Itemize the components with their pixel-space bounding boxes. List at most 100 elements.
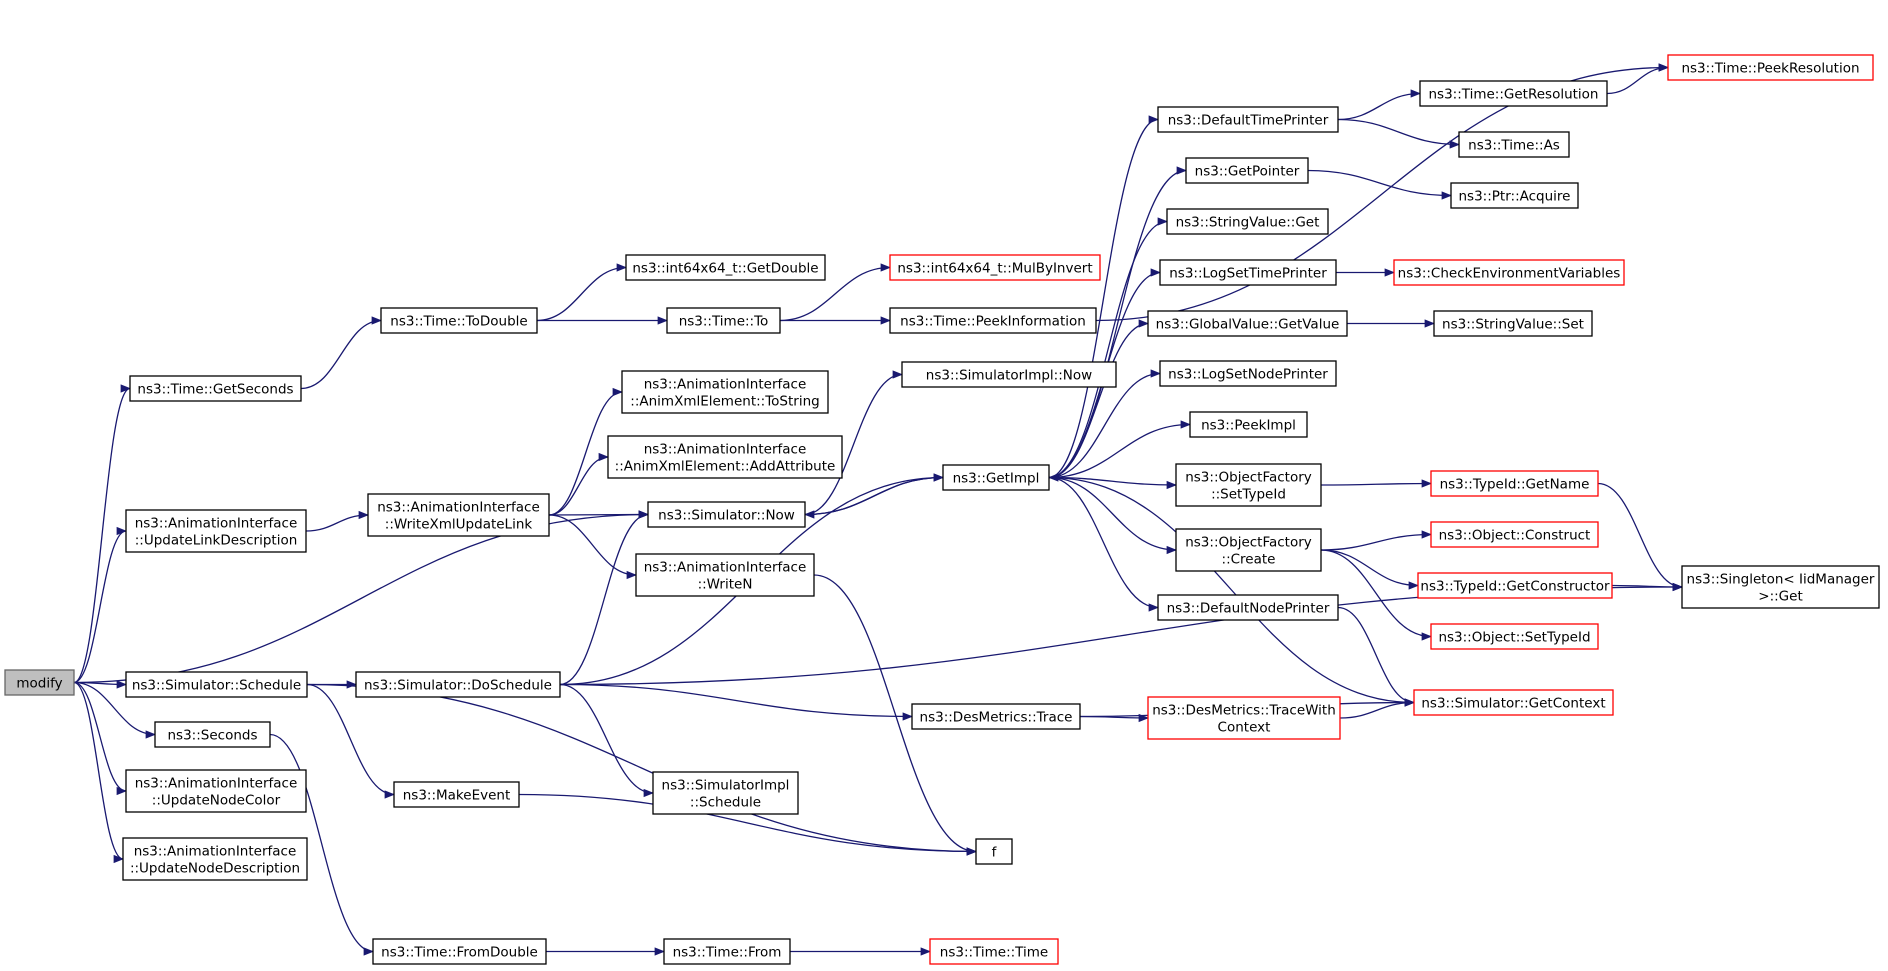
node-typeidgetname[interactable]: ns3::TypeId::GetName — [1430, 470, 1599, 497]
node-getimpl[interactable]: ns3::GetImpl — [942, 464, 1050, 491]
node-timeas[interactable]: ns3::Time::As — [1458, 131, 1570, 158]
edge-getseconds-to-todouble — [300, 316, 383, 390]
edge-modify-to-updlinkdesc — [73, 526, 128, 684]
node-simimplnow[interactable]: ns3::SimulatorImpl::Now — [901, 361, 1117, 388]
edge-layer — [73, 63, 1684, 956]
node-label: ns3::LogSetTimePrinter — [1169, 266, 1327, 282]
node-gvgetvalue[interactable]: ns3::GlobalValue::GetValue — [1147, 310, 1348, 337]
node-simschedule[interactable]: ns3::Simulator::Schedule — [125, 671, 308, 698]
node-deftimeprinter[interactable]: ns3::DefaultTimePrinter — [1157, 106, 1339, 133]
node-label: ns3::AnimationInterface — [644, 377, 807, 393]
node-seconds[interactable]: ns3::Seconds — [154, 721, 271, 748]
edge-writexml-to-addattr — [548, 452, 610, 516]
node-todouble[interactable]: ns3::Time::ToDouble — [380, 307, 538, 334]
edge-line — [1320, 549, 1433, 641]
edge-getimpl-to-defnodeprinter — [1048, 476, 1160, 612]
edge-getimpl-to-logsetnode — [1048, 369, 1162, 479]
edge-line — [269, 733, 375, 956]
node-objconstruct[interactable]: ns3::Object::Construct — [1430, 521, 1599, 548]
node-getseconds[interactable]: ns3::Time::GetSeconds — [129, 375, 302, 402]
edge-line — [1337, 606, 1416, 707]
node-modify[interactable]: modify — [4, 669, 75, 696]
node-destrace[interactable]: ns3::DesMetrics::Trace — [911, 703, 1081, 730]
node-updnodecolor[interactable]: ns3::AnimationInterface::UpdateNodeColor — [125, 769, 307, 813]
node-label: modify — [16, 676, 62, 692]
node-label: ns3::SimulatorImpl::Now — [926, 368, 1092, 384]
node-peekinfo[interactable]: ns3::Time::PeekInformation — [889, 307, 1097, 334]
node-mulbyinvert[interactable]: ns3::int64x64_t::MulByInvert — [889, 254, 1101, 281]
node-defnodeprinter[interactable]: ns3::DefaultNodePrinter — [1157, 594, 1339, 621]
node-label: ns3::AnimationInterface — [134, 844, 297, 860]
node-logsettime[interactable]: ns3::LogSetTimePrinter — [1159, 259, 1337, 286]
node-updnodedesc[interactable]: ns3::AnimationInterface::UpdateNodeDescr… — [122, 837, 308, 881]
edge-line — [548, 510, 650, 519]
node-objsettypeid[interactable]: ns3::Object::SetTypeId — [1430, 623, 1599, 650]
edge-line — [73, 384, 132, 684]
edge-getimpl-to-ofcreate — [1048, 476, 1178, 555]
node-makeevent[interactable]: ns3::MakeEvent — [393, 781, 520, 808]
node-box — [122, 837, 308, 881]
node-timetime[interactable]: ns3::Time::Time — [929, 938, 1059, 965]
node-box — [154, 721, 271, 748]
node-box — [1147, 310, 1348, 337]
node-strvalget[interactable]: ns3::StringValue::Get — [1166, 208, 1329, 235]
node-writexml[interactable]: ns3::AnimationInterface::WriteXmlUpdateL… — [367, 493, 550, 537]
node-ofsettypeid[interactable]: ns3::ObjectFactory::SetTypeId — [1175, 463, 1322, 507]
edge-updlinkdesc-to-writexml — [305, 510, 370, 532]
node-f[interactable]: f — [975, 838, 1013, 865]
node-label: ns3::Time::From — [673, 945, 782, 961]
node-doschedule[interactable]: ns3::Simulator::DoSchedule — [355, 671, 561, 698]
node-label: ns3::SimulatorImpl — [662, 778, 790, 794]
node-getresolution[interactable]: ns3::Time::GetResolution — [1419, 80, 1608, 107]
node-fromdouble[interactable]: ns3::Time::FromDouble — [372, 938, 547, 965]
node-getpointer[interactable]: ns3::GetPointer — [1185, 157, 1309, 184]
node-label: ns3::Time::FromDouble — [381, 945, 538, 961]
node-label: ns3::ObjectFactory — [1185, 535, 1312, 551]
node-getcontext[interactable]: ns3::Simulator::GetContext — [1413, 689, 1614, 716]
edge-line — [73, 526, 128, 684]
node-ofcreate[interactable]: ns3::ObjectFactory::Create — [1175, 528, 1322, 572]
node-addattr[interactable]: ns3::AnimationInterface::AnimXmlElement:… — [607, 435, 843, 479]
edge-line — [559, 683, 914, 721]
node-updlinkdesc[interactable]: ns3::AnimationInterface::UpdateLinkDescr… — [125, 509, 307, 553]
node-simimplschedule[interactable]: ns3::SimulatorImpl::Schedule — [652, 771, 799, 815]
node-tostring[interactable]: ns3::AnimationInterface::AnimXmlElement:… — [621, 370, 829, 414]
edge-line — [305, 510, 370, 532]
edge-line — [803, 476, 944, 519]
edge-line — [73, 681, 157, 739]
node-getconstructor[interactable]: ns3::TypeId::GetConstructor — [1417, 572, 1613, 599]
node-box — [1157, 106, 1339, 133]
node-label: ::WriteN — [698, 577, 753, 593]
edge-timeto-to-mulbyinvert — [779, 263, 892, 322]
node-singleton[interactable]: ns3::Singleton< IidManager >::Get — [1681, 565, 1880, 609]
node-peekimpl[interactable]: ns3::PeekImpl — [1189, 411, 1308, 438]
node-checkenv[interactable]: ns3::CheckEnvironmentVariables — [1393, 259, 1625, 286]
node-getdouble[interactable]: ns3::int64x64_t::GetDouble — [625, 254, 826, 281]
node-box — [1147, 696, 1341, 740]
node-box — [380, 307, 538, 334]
node-box — [4, 669, 75, 696]
node-box — [393, 781, 520, 808]
node-timeto[interactable]: ns3::Time::To — [666, 307, 781, 334]
edge-deftimeprinter-to-getresolution — [1337, 89, 1422, 121]
node-ptracquire[interactable]: ns3::Ptr::Acquire — [1450, 182, 1579, 209]
node-writen[interactable]: ns3::AnimationInterface::WriteN — [635, 553, 815, 597]
edge-line — [548, 452, 610, 516]
node-box — [367, 493, 550, 537]
edge-line — [1048, 115, 1160, 479]
node-label: ns3::Simulator::DoSchedule — [364, 678, 552, 694]
node-peekresolution[interactable]: ns3::Time::PeekResolution — [1667, 54, 1874, 81]
node-label: f — [992, 845, 998, 861]
node-logsetnode[interactable]: ns3::LogSetNodePrinter — [1159, 360, 1337, 387]
node-simnow[interactable]: ns3::Simulator::Now — [647, 501, 806, 528]
edge-modify-to-updnodedesc — [73, 681, 125, 864]
node-label: ns3::ObjectFactory — [1185, 470, 1312, 486]
edge-line — [1337, 89, 1422, 121]
node-timefrom[interactable]: ns3::Time::From — [663, 938, 791, 965]
node-label: ns3::Time::GetSeconds — [137, 382, 293, 398]
node-label: ns3::AnimationInterface — [644, 560, 807, 576]
node-label: ::AnimXmlElement::AddAttribute — [615, 459, 836, 475]
node-strvalset[interactable]: ns3::StringValue::Set — [1433, 310, 1593, 337]
